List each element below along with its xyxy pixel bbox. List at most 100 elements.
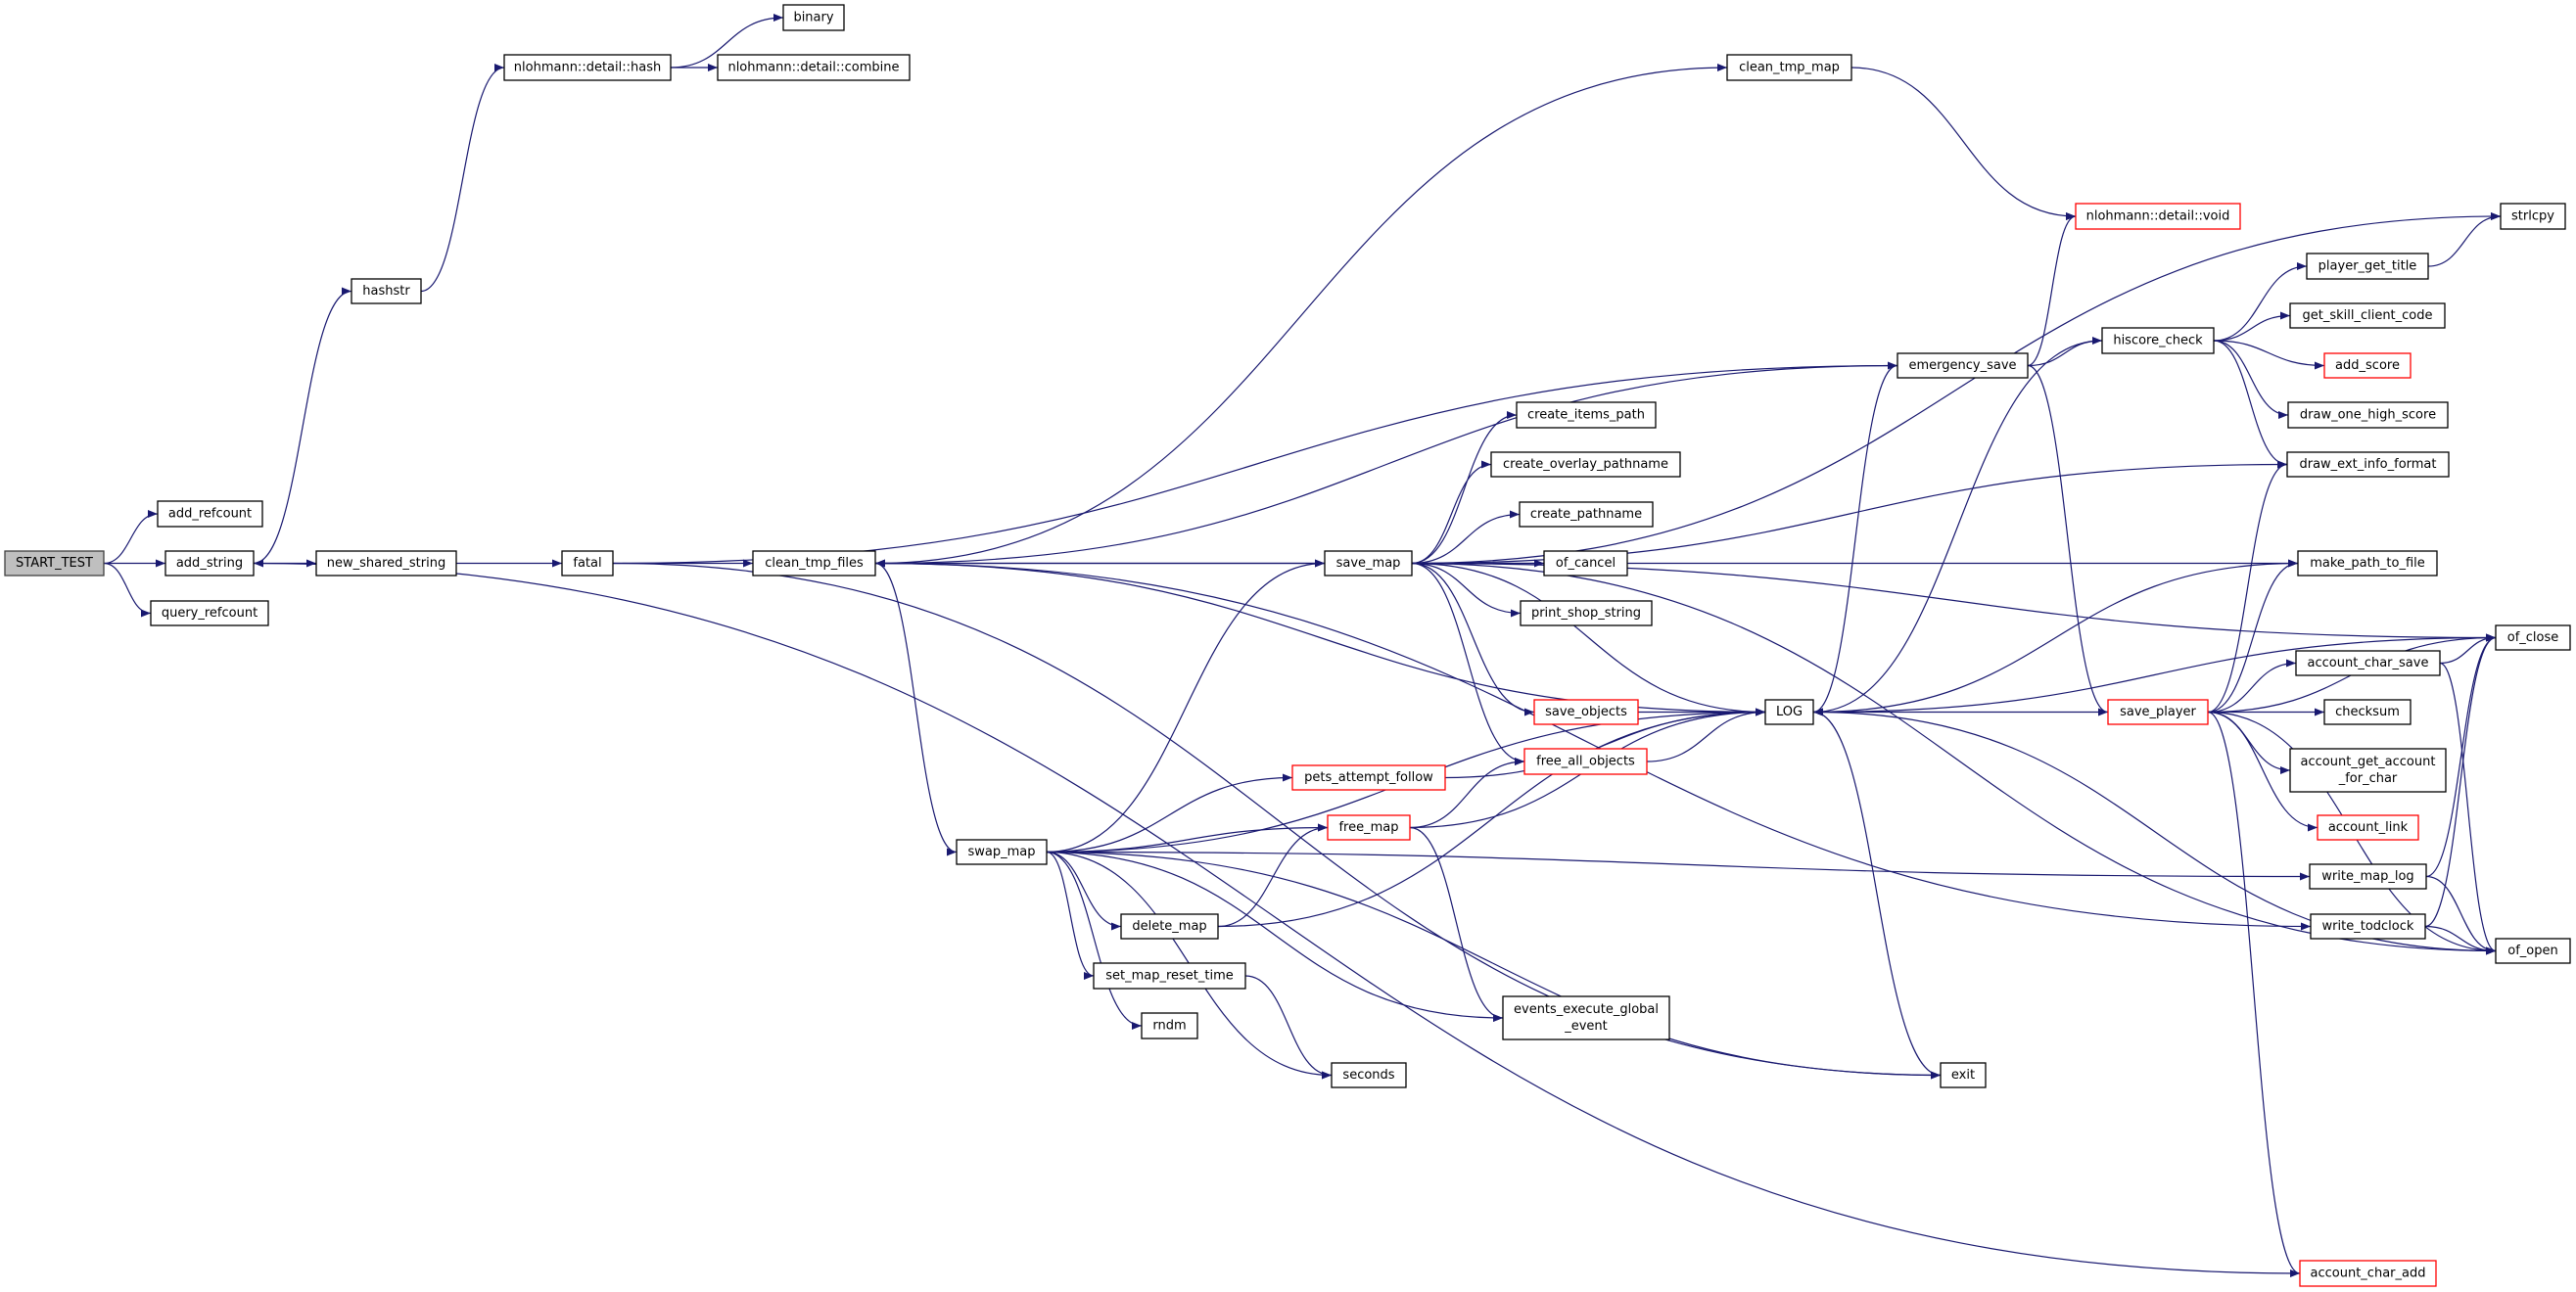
node-account-link[interactable]: account_link: [2317, 814, 2419, 841]
edge-save-map-to-print-shop-string: [1411, 562, 1522, 618]
node-box: [1940, 1062, 1987, 1088]
edge-start-test-to-add-refcount: [103, 510, 159, 565]
node-clean-tmp-map[interactable]: clean_tmp_map: [1726, 54, 1852, 81]
edge-hiscore-check-to-log: [1812, 340, 2103, 716]
node-save-map[interactable]: save_map: [1324, 550, 1413, 577]
node-draw-one-high-score[interactable]: draw_one_high_score: [2287, 401, 2449, 429]
node-label: of_close: [2507, 630, 2559, 645]
node-get-skill-client-code[interactable]: get_skill_client_code: [2289, 302, 2446, 329]
node-print-shop-string[interactable]: print_shop_string: [1520, 600, 1653, 626]
node-label: delete_map: [1132, 919, 1206, 934]
node-account-get-account-for-char[interactable]: account_get_account_for_char: [2289, 748, 2447, 793]
node-create-overlay-pathname[interactable]: create_overlay_pathname: [1490, 451, 1681, 478]
node-label: make_path_to_file: [2310, 556, 2425, 571]
node-rndm[interactable]: rndm: [1141, 1012, 1198, 1039]
node-fatal[interactable]: fatal: [561, 550, 614, 577]
node-label: account_char_add: [2311, 1267, 2426, 1281]
edge-save-map-to-of-open: [1411, 562, 2497, 955]
node-delete-map[interactable]: delete_map: [1120, 913, 1219, 940]
node-box: [1502, 995, 1670, 1040]
node-write-todclock[interactable]: write_todclock: [2310, 913, 2426, 940]
node-save-objects[interactable]: save_objects: [1533, 699, 1639, 725]
node-of-close[interactable]: of_close: [2495, 624, 2571, 651]
node-checksum[interactable]: checksum: [2323, 699, 2412, 725]
node-box: [1726, 54, 1852, 81]
node-nl-hash[interactable]: nlohmann::detail::hash: [503, 54, 672, 81]
node-label: print_shop_string: [1531, 606, 1641, 621]
node-create-pathname[interactable]: create_pathname: [1519, 501, 1654, 528]
node-label: swap_map: [967, 845, 1035, 859]
edge-emergency-save-to-clean-tmp-files: [874, 364, 1898, 568]
edge-emergency-save-to-save-player: [2027, 364, 2109, 716]
edge-log-to-exit: [1812, 711, 1942, 1080]
node-strlcpy[interactable]: strlcpy: [2500, 203, 2566, 230]
node-log[interactable]: LOG: [1764, 699, 1814, 725]
node-label: strlcpy: [2511, 209, 2554, 224]
node-label: seconds: [1342, 1068, 1394, 1083]
edge-save-map-to-strlcpy: [1411, 212, 2502, 565]
node-box: [351, 278, 422, 304]
edge-swap-map-to-exit: [1046, 851, 1942, 1080]
node-box: [1533, 699, 1639, 725]
edge-save-map-to-free-all-objects: [1411, 562, 1525, 765]
node-box: [1093, 962, 1246, 990]
node-add-score[interactable]: add_score: [2323, 352, 2412, 379]
node-free-map[interactable]: free_map: [1327, 814, 1411, 841]
node-add-refcount[interactable]: add_refcount: [157, 500, 263, 528]
node-box: [1331, 1062, 1407, 1088]
node-query-refcount[interactable]: query_refcount: [150, 600, 269, 626]
edge-account-char-save-to-of-open: [2439, 662, 2497, 955]
node-set-map-reset-time[interactable]: set_map_reset_time: [1093, 962, 1246, 990]
node-label: set_map_reset_time: [1105, 969, 1234, 984]
node-make-path-to-file[interactable]: make_path_to_file: [2297, 550, 2438, 577]
node-clean-tmp-files[interactable]: clean_tmp_files: [752, 550, 876, 577]
node-create-items-path[interactable]: create_items_path: [1516, 401, 1657, 429]
edge-save-player-to-account-link: [2207, 711, 2318, 832]
node-label: events_execute_global: [1514, 1002, 1659, 1017]
node-box: [2500, 203, 2566, 230]
edge-write-todclock-to-of-open: [2424, 925, 2497, 955]
node-hashstr[interactable]: hashstr: [351, 278, 422, 304]
node-box: [1327, 814, 1411, 841]
node-start-test[interactable]: START_TEST: [4, 550, 105, 577]
node-of-cancel[interactable]: of_cancel: [1543, 550, 1628, 577]
node-label: query_refcount: [162, 606, 258, 621]
node-nl-void[interactable]: nlohmann::detail::void: [2075, 203, 2241, 230]
node-binary[interactable]: binary: [782, 4, 845, 31]
node-box: [1141, 1012, 1198, 1039]
node-draw-ext-info-format[interactable]: draw_ext_info_format: [2286, 451, 2450, 478]
node-exit[interactable]: exit: [1940, 1062, 1987, 1088]
node-label: write_todclock: [2322, 919, 2414, 934]
node-box: [752, 550, 876, 577]
node-events-execute-global-event[interactable]: events_execute_global_event: [1502, 995, 1670, 1040]
node-box: [2075, 203, 2241, 230]
node-nl-combine[interactable]: nlohmann::detail::combine: [717, 54, 911, 81]
node-emergency-save[interactable]: emergency_save: [1897, 352, 2029, 379]
node-box: [2495, 938, 2571, 964]
node-label: new_shared_string: [327, 556, 445, 571]
node-save-player[interactable]: save_player: [2107, 699, 2209, 725]
node-swap-map[interactable]: swap_map: [956, 839, 1048, 865]
node-label: nlohmann::detail::void: [2086, 209, 2230, 224]
node-pets-attempt-follow[interactable]: pets_attempt_follow: [1291, 764, 1446, 791]
node-box: [2310, 913, 2426, 940]
node-add-string[interactable]: add_string: [164, 550, 255, 577]
node-account-char-add[interactable]: account_char_add: [2299, 1260, 2437, 1287]
node-account-char-save[interactable]: account_char_save: [2295, 650, 2441, 676]
node-box: [1324, 550, 1413, 577]
edge-save-player-to-draw-ext-info-format: [2207, 460, 2288, 714]
node-seconds[interactable]: seconds: [1331, 1062, 1407, 1088]
edge-clean-tmp-map-to-nl-void: [1850, 67, 2077, 220]
node-player-get-title[interactable]: player_get_title: [2306, 253, 2429, 280]
node-write-map-log[interactable]: write_map_log: [2309, 863, 2427, 890]
node-new-shared-string[interactable]: new_shared_string: [315, 550, 457, 577]
node-hiscore-check[interactable]: hiscore_check: [2101, 327, 2215, 354]
edge-set-map-reset-time-to-seconds: [1244, 975, 1333, 1080]
node-of-open[interactable]: of_open: [2495, 938, 2571, 964]
node-box: [2295, 650, 2441, 676]
edge-start-test-to-query-refcount: [103, 562, 152, 618]
node-box: [2309, 863, 2427, 890]
node-free-all-objects[interactable]: free_all_objects: [1523, 748, 1648, 775]
node-label: fatal: [573, 556, 601, 571]
edge-swap-map-to-pets-attempt-follow: [1046, 773, 1293, 854]
